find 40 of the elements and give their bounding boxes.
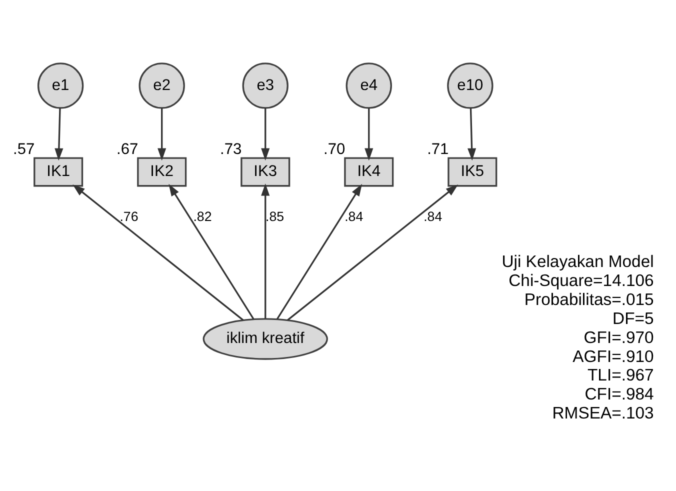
node-circle: e1 <box>37 62 84 108</box>
arrow <box>72 184 244 320</box>
node-circle: e2 <box>138 62 185 108</box>
node-box: IK4 <box>344 156 394 186</box>
node-label: .67 <box>116 140 138 158</box>
edge-label: .85 <box>266 208 284 224</box>
arrow <box>168 183 254 319</box>
node-label: .71 <box>427 140 449 158</box>
label: Uji Kelayakan Model <box>502 252 654 271</box>
label: TLI=.967 <box>587 365 654 384</box>
node-label: .57 <box>13 140 35 158</box>
arrow <box>261 182 270 318</box>
arrow <box>287 184 458 320</box>
label: CFI=.984 <box>584 384 654 404</box>
node-label: .70 <box>324 140 346 158</box>
edge-label: .84 <box>344 208 364 224</box>
arrow <box>468 108 476 160</box>
node-box: IK3 <box>240 156 290 186</box>
edge-label: .84 <box>424 208 442 224</box>
edge-label: .82 <box>193 208 212 224</box>
label: GFI=.970 <box>584 327 654 346</box>
arrow <box>364 108 374 160</box>
node-box: IK2 <box>137 156 187 186</box>
node-box: IK1 <box>34 156 84 186</box>
node-box: IK5 <box>448 156 498 186</box>
node-circle: e4 <box>346 62 392 108</box>
edge-label: .76 <box>120 208 138 224</box>
arrow <box>276 183 362 319</box>
node-circle: e10 <box>447 62 494 108</box>
node-ellipse: iklim kreatif <box>202 318 328 360</box>
label: DF=5 <box>612 308 654 328</box>
label: Probabilitas=.015 <box>524 289 654 308</box>
arrow <box>261 108 270 160</box>
node-circle: e3 <box>242 62 288 108</box>
arrow <box>158 108 166 160</box>
node-label: .73 <box>220 140 242 158</box>
label: AGFI=.910 <box>572 346 654 366</box>
arrow <box>54 108 64 160</box>
label: RMSEA=.103 <box>552 403 654 422</box>
label: Chi-Square=14.106 <box>508 270 654 290</box>
